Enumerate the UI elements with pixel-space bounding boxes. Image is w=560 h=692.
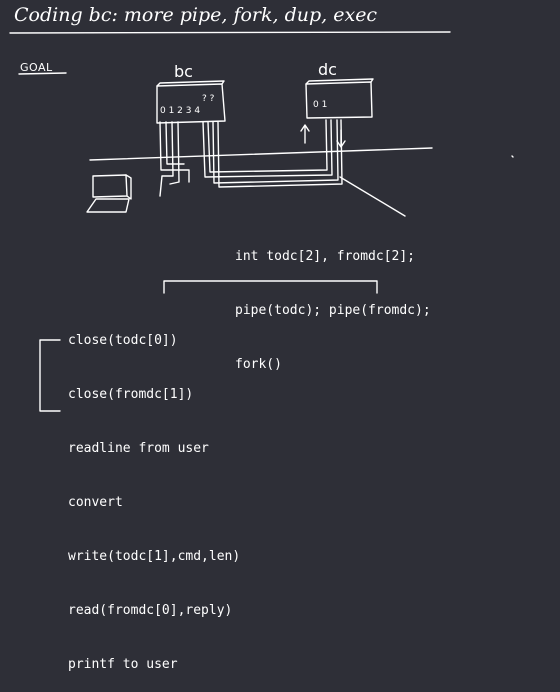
code-line: printf to user — [68, 657, 178, 672]
goal-label: GOAL — [20, 61, 53, 74]
loop-bracket — [39, 339, 61, 412]
code-line: fork() — [235, 357, 282, 372]
bc-fd-numbers: 0 1 2 3 4 — [160, 106, 200, 116]
code-line: close(todc[0]) — [68, 333, 178, 348]
user-terminal — [92, 174, 128, 198]
code-line: pipe(todc); pipe(fromdc); — [235, 303, 431, 318]
bc-unknown-fds: ? ? — [202, 94, 215, 104]
code-line: close(fromdc[1]) — [68, 387, 194, 402]
pipe-fromdc — [212, 119, 339, 184]
arrow-up-icon — [300, 124, 310, 144]
code-line: read(fromdc[0],reply) — [68, 603, 233, 618]
ground-line — [89, 147, 433, 161]
code-line: readline from user — [68, 441, 209, 456]
pointer-line — [339, 176, 406, 217]
bc-label: bc — [174, 62, 193, 81]
dc-label: dc — [318, 60, 337, 79]
page-title: Coding bc: more pipe, fork, dup, exec — [14, 4, 378, 26]
code-child-block: close(todc[0]) close(fromdc[1]) readline… — [68, 296, 240, 692]
title-underline — [9, 31, 451, 34]
dc-process-box — [305, 81, 373, 119]
code-line: convert — [68, 495, 123, 510]
pipe-todc — [202, 119, 333, 178]
code-parent-block: int todc[2], fromdc[2]; pipe(todc); pipe… — [235, 212, 431, 392]
dc-fd-numbers: 0 1 — [313, 100, 327, 110]
fork-bracket — [163, 280, 378, 294]
arrow-down-icon — [336, 129, 346, 148]
bc-process-box — [156, 83, 226, 124]
code-line: int todc[2], fromdc[2]; — [235, 249, 416, 264]
process-diagram: bc dc ? ? 0 1 2 3 4 0 1 — [9, 31, 514, 412]
goal-underline — [18, 72, 67, 75]
code-line: write(todc[1],cmd,len) — [68, 549, 241, 564]
